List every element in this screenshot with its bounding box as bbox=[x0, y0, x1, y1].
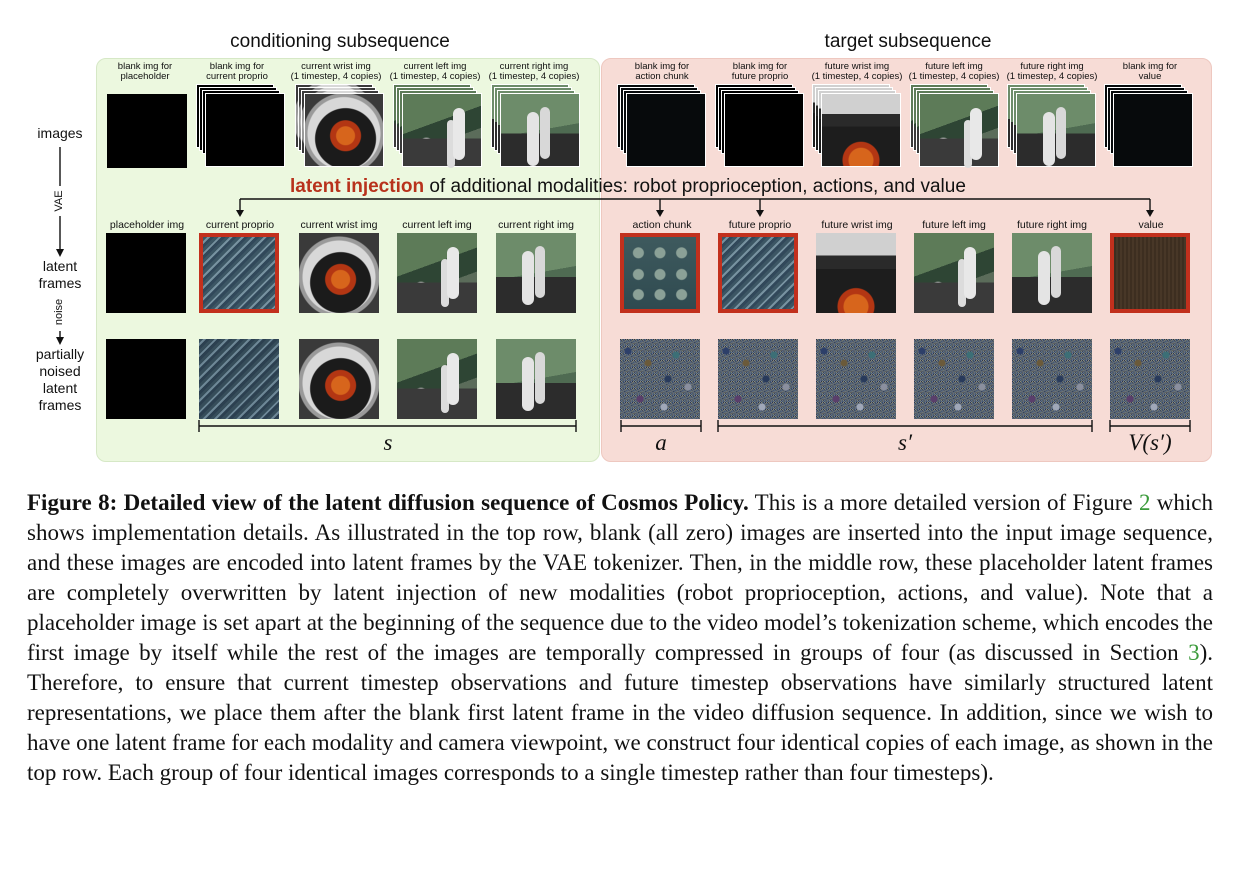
injection-arrows bbox=[236, 198, 1154, 217]
top-label-future-left: future left img (1 timestep, 4 copies) bbox=[908, 61, 1000, 82]
top-label-action-chunk: blank img for action chunk bbox=[634, 61, 690, 82]
noised-future-right bbox=[1012, 339, 1092, 419]
injection-highlight: latent injection bbox=[290, 176, 425, 197]
latent-label-future-proprio: future proprio bbox=[728, 219, 792, 231]
injection-rest: of additional modalities: robot proprioc… bbox=[424, 176, 966, 197]
latent-action-chunk bbox=[620, 233, 700, 313]
row-label-partially-noised: partially noised latent frames bbox=[35, 346, 85, 413]
caption-part1: This is a more detailed version of Figur… bbox=[748, 490, 1139, 515]
latent-placeholder bbox=[106, 233, 186, 313]
top-label-current-wrist: current wrist img (1 timestep, 4 copies) bbox=[290, 61, 382, 82]
injection-text: latent injection of additional modalitie… bbox=[290, 176, 966, 198]
latent-future-left bbox=[914, 233, 994, 313]
noised-current-wrist bbox=[299, 339, 379, 419]
top-label-future-wrist: future wrist img (1 timestep, 4 copies) bbox=[811, 61, 903, 82]
latent-label-current-wrist: current wrist img bbox=[300, 219, 378, 231]
image-stack-future-wrist bbox=[812, 84, 902, 174]
image-placeholder-blank bbox=[107, 94, 187, 168]
image-stack-current-left bbox=[393, 84, 483, 174]
top-label-current-left: current left img (1 timestep, 4 copies) bbox=[389, 61, 481, 82]
image-stack-future-right bbox=[1007, 84, 1097, 174]
latent-future-wrist bbox=[816, 233, 896, 313]
caption-ref-figure[interactable]: 2 bbox=[1138, 490, 1151, 515]
row-label-latent-frames: latent frames bbox=[38, 258, 82, 291]
latent-future-right bbox=[1012, 233, 1092, 313]
image-stack-future-left bbox=[910, 84, 1000, 174]
latent-label-future-right: future right img bbox=[1016, 219, 1088, 231]
top-label-future-right: future right img (1 timestep, 4 copies) bbox=[1006, 61, 1098, 82]
noised-placeholder bbox=[106, 339, 186, 419]
math-label-value: V(s′) bbox=[1128, 430, 1172, 455]
latent-label-current-right: current right img bbox=[498, 219, 574, 231]
math-label-s: s bbox=[383, 430, 393, 455]
latent-label-future-left: future left img bbox=[922, 219, 986, 231]
brackets bbox=[198, 420, 1191, 432]
target-header: target subsequence bbox=[824, 31, 992, 52]
latent-current-wrist bbox=[299, 233, 379, 313]
caption-title: Figure 8: Detailed view of the latent di… bbox=[27, 490, 749, 515]
top-label-placeholder: blank img for placeholder bbox=[117, 61, 173, 82]
row-label-images: images bbox=[37, 125, 83, 141]
latent-label-current-proprio: current proprio bbox=[205, 219, 275, 231]
image-stack-value bbox=[1104, 84, 1194, 174]
latent-future-proprio bbox=[718, 233, 798, 313]
latent-label-future-wrist: future wrist img bbox=[821, 219, 893, 231]
figure-caption: Figure 8: Detailed view of the latent di… bbox=[27, 488, 1213, 788]
latent-label-current-left: current left img bbox=[402, 219, 472, 231]
latent-label-placeholder: placeholder img bbox=[109, 219, 185, 231]
noised-current-left bbox=[397, 339, 477, 419]
noised-current-proprio bbox=[199, 339, 279, 419]
caption-ref-section[interactable]: 3 bbox=[1188, 640, 1200, 665]
top-label-current-right: current right img (1 timestep, 4 copies) bbox=[488, 61, 580, 82]
noised-future-left bbox=[914, 339, 994, 419]
noised-value bbox=[1110, 339, 1190, 419]
caption-part2: which shows implementation details. As i… bbox=[27, 490, 1214, 665]
noised-future-proprio bbox=[718, 339, 798, 419]
latent-current-proprio bbox=[199, 233, 279, 313]
math-label-a: a bbox=[655, 430, 667, 455]
image-stack-current-right bbox=[491, 84, 581, 174]
caption-part3: ). Therefore, to ensure that current tim… bbox=[27, 640, 1213, 785]
latent-current-left bbox=[397, 233, 477, 313]
latent-label-action-chunk: action chunk bbox=[632, 219, 692, 231]
image-stack-current-proprio bbox=[196, 84, 286, 174]
image-stack-current-wrist bbox=[295, 84, 385, 174]
latent-value bbox=[1110, 233, 1190, 313]
conditioning-header: conditioning subsequence bbox=[230, 31, 450, 52]
image-stack-future-proprio bbox=[715, 84, 805, 174]
noised-current-right bbox=[496, 339, 576, 419]
top-label-future-proprio: blank img for future proprio bbox=[731, 61, 789, 82]
latent-current-right bbox=[496, 233, 576, 313]
noised-action-chunk bbox=[620, 339, 700, 419]
noised-future-wrist bbox=[816, 339, 896, 419]
latent-label-value: value bbox=[1138, 219, 1164, 231]
image-stack-action-chunk bbox=[617, 84, 707, 174]
math-label-s-prime: s′ bbox=[898, 430, 912, 455]
top-label-current-proprio: blank img for current proprio bbox=[206, 61, 268, 82]
top-label-value: blank img for value bbox=[1122, 61, 1178, 82]
